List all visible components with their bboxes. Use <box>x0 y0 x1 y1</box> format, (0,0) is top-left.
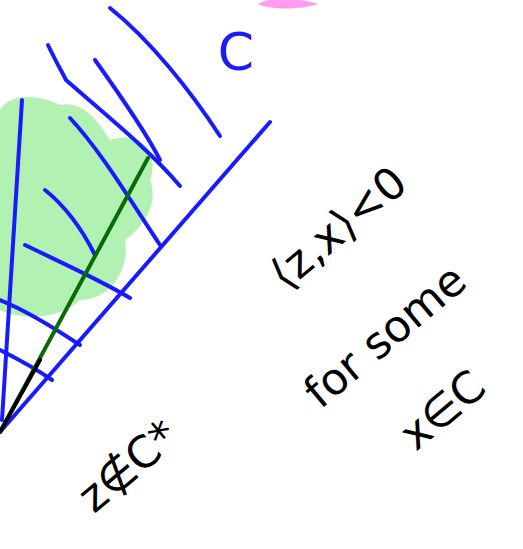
note-text: x∈C <box>392 363 493 458</box>
hatch-stroke <box>45 190 95 255</box>
inequality-label: ⟨z,x⟩<0 <box>262 159 415 297</box>
z-vector <box>0 158 148 432</box>
hatch-stroke <box>110 8 220 136</box>
cone-boundary <box>0 122 270 432</box>
cone-boundary <box>2 100 22 420</box>
hatch-stroke <box>70 118 160 245</box>
cone-name: C <box>218 26 254 78</box>
pink-blob <box>258 0 318 9</box>
hatch-stroke <box>95 60 160 160</box>
hatch-stroke <box>48 45 180 186</box>
z-vector-base <box>0 360 40 432</box>
condition-label: z∉C* <box>70 412 186 519</box>
cone-outline <box>0 8 270 432</box>
hatch-stroke <box>0 350 52 380</box>
